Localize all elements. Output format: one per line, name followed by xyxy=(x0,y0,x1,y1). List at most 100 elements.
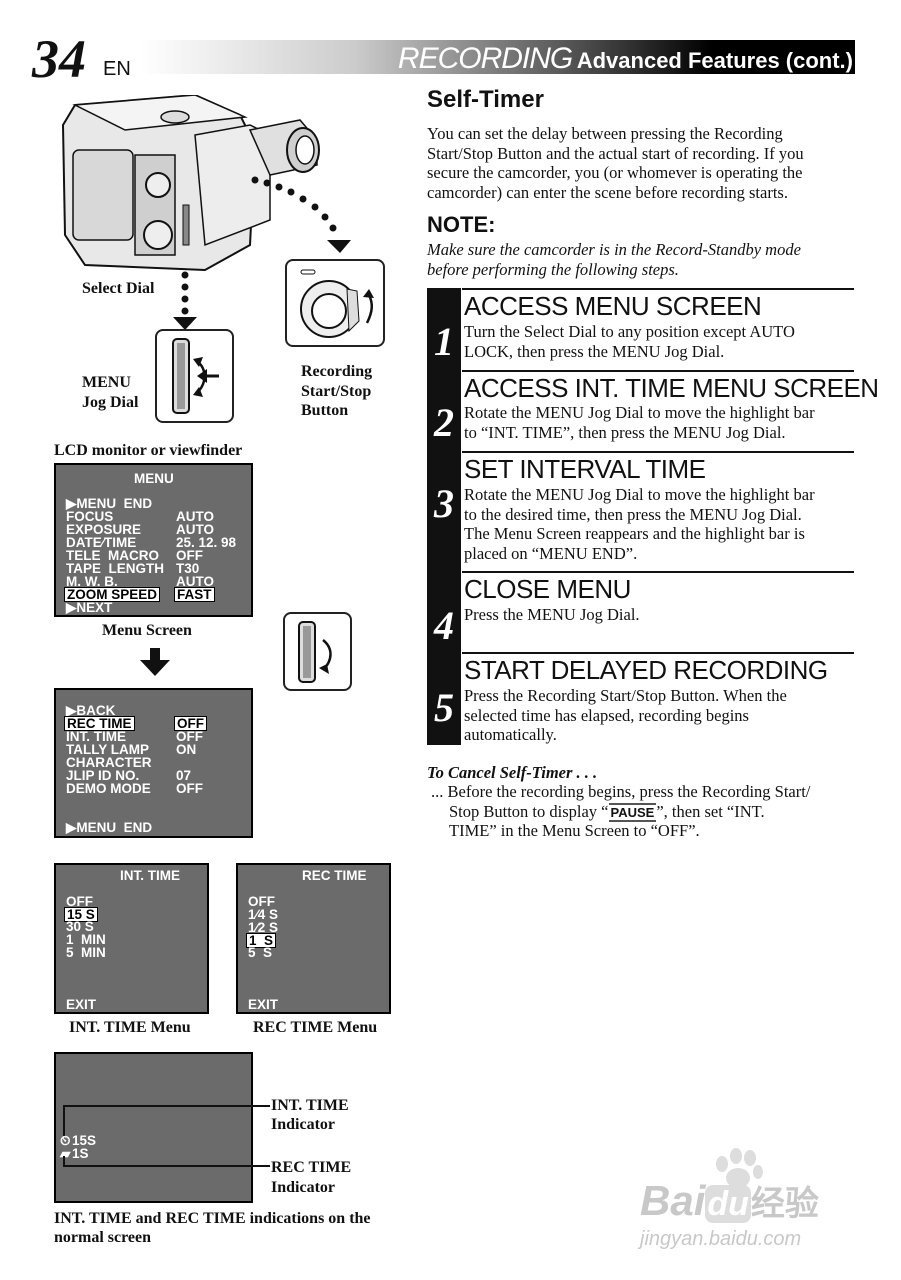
menu-row-value: T30 xyxy=(176,561,200,576)
note-line: Make sure the camcorder is in the Record… xyxy=(427,240,801,259)
step-divider xyxy=(462,652,854,654)
menu-row-label: TELE MACRO xyxy=(66,548,159,563)
watermark-url: jingyan.baidu.com xyxy=(640,1228,802,1250)
rec-time-option: 5 S xyxy=(248,945,273,960)
step-divider xyxy=(462,571,854,573)
sub-menu-row-value: OFF xyxy=(176,781,203,796)
step-1-title: ACCESS MENU SCREEN xyxy=(464,291,762,321)
menu-row-highlight-value: FAST xyxy=(174,587,215,602)
int-time-option: 1 MIN xyxy=(66,932,106,947)
sub-menu-row-value: 07 xyxy=(176,768,192,783)
menu-jog-dial-icon xyxy=(155,329,234,423)
down-arrow-icon xyxy=(140,648,170,676)
menu-jog-label-1: MENU xyxy=(82,374,131,391)
watermark-jingyan: 经验 xyxy=(750,1185,819,1223)
rec-indicator-label-2: Indicator xyxy=(271,1179,335,1196)
menu-row-label: ▶NEXT xyxy=(66,600,113,615)
int-timer-icon: ⏲ xyxy=(60,1133,71,1148)
int-time-option: 30 S xyxy=(66,919,94,934)
intro-line: Start/Stop Button and the actual start o… xyxy=(427,143,804,163)
watermark: Baidu经验 jingyan.baidu.com xyxy=(640,1148,880,1260)
step-1-number: 1 xyxy=(427,318,461,365)
intro-line: secure the camcorder, you (or whomever i… xyxy=(427,163,803,182)
int-time-menu-caption: INT. TIME Menu xyxy=(69,1019,191,1036)
section-title: RECORDING Advanced Features (cont.) xyxy=(398,42,853,76)
rec-time-screen: REC TIME OFF 1∕4 S 1∕2 S 1 S 5 S EXIT xyxy=(236,863,391,1014)
intro-text: You can set the delay between pressing t… xyxy=(427,124,857,202)
step-2-line: Rotate the MENU Jog Dial to move the hig… xyxy=(464,403,815,422)
step-5-line: Press the Recording Start/Stop Button. W… xyxy=(464,686,787,705)
menu-row-value: AUTO xyxy=(176,574,215,589)
step-4-body: Press the MENU Jog Dial. xyxy=(464,605,859,625)
sub-menu-row-highlight-value: OFF xyxy=(174,716,207,731)
header-bar xyxy=(140,40,855,74)
section-title-sub: Advanced Features (cont.) xyxy=(576,48,853,73)
sub-menu-row-label: ▶BACK xyxy=(66,703,116,718)
step-1-line: LOCK, then press the MENU Jog Dial. xyxy=(464,341,725,361)
sub-menu-row-label: JLIP ID NO. xyxy=(66,768,140,783)
rec-time-exit: EXIT xyxy=(248,997,279,1012)
record-button-icon xyxy=(285,259,385,347)
select-dial-label: Select Dial xyxy=(82,280,155,297)
intro-line: camcorder) can enter the scene before re… xyxy=(427,182,788,202)
step-3-title: SET INTERVAL TIME xyxy=(464,454,706,484)
menu-screen: MENU ▶MENU END FOCUS AUTO EXPOSURE AUTO … xyxy=(54,463,253,617)
note-text: Make sure the camcorder is in the Record… xyxy=(427,240,857,279)
step-3-number: 3 xyxy=(427,480,461,527)
int-time-option: OFF xyxy=(66,894,93,909)
step-5-body: Press the Recording Start/Stop Button. W… xyxy=(464,686,859,745)
step-3-body: Rotate the MENU Jog Dial to move the hig… xyxy=(464,485,859,563)
camcorder-illustration xyxy=(61,95,351,330)
menu-row-label: ▶MENU END xyxy=(66,496,153,511)
rec-time-indicator-value: 1S xyxy=(72,1146,89,1161)
lcd-caption: LCD monitor or viewfinder xyxy=(54,442,243,459)
menu-screen-title: MENU xyxy=(134,471,174,486)
step-3-line: placed on “MENU END”. xyxy=(464,543,638,563)
language-code: EN xyxy=(103,58,131,80)
int-indicator-label-2: Indicator xyxy=(271,1116,335,1133)
step-4-title: CLOSE MENU xyxy=(464,574,631,604)
step-2-number: 2 xyxy=(427,399,461,446)
normal-screen: ⏲ 15S ▰ 1S xyxy=(54,1052,253,1203)
step-2-title: ACCESS INT. TIME MENU SCREEN xyxy=(464,373,879,403)
menu-screen-caption: Menu Screen xyxy=(102,622,192,639)
watermark-logo: Baidu经验 xyxy=(640,1176,819,1225)
step-divider xyxy=(462,370,854,372)
sub-menu-row-label: CHARACTER xyxy=(66,755,152,770)
step-4-line: Press the MENU Jog Dial. xyxy=(464,605,640,624)
cancel-title: To Cancel Self-Timer . . . xyxy=(427,763,598,782)
step-4-number: 4 xyxy=(427,602,461,649)
step-5-title: START DELAYED RECORDING xyxy=(464,655,828,685)
pause-indicator: PAUSE xyxy=(608,803,657,822)
rec-button-label-3: Button xyxy=(301,402,349,419)
rec-time-option-selected: 1 S xyxy=(246,933,277,948)
normal-screen-caption-2: normal screen xyxy=(54,1229,152,1246)
sub-menu-footer: ▶MENU END xyxy=(66,820,153,835)
rec-button-label-1: Recording xyxy=(301,363,373,380)
normal-screen-caption-1: INT. TIME and REC TIME indications on th… xyxy=(54,1210,371,1227)
cancel-line-3: TIME” in the Menu Screen to “OFF”. xyxy=(449,821,700,840)
cancel-line-1: ... Before the recording begins, press t… xyxy=(431,782,811,801)
rec-time-menu-caption: REC TIME Menu xyxy=(253,1019,378,1036)
int-time-option-selected: 15 S xyxy=(64,907,98,922)
rec-time-option: 1∕4 S xyxy=(248,907,279,922)
page-number: 34 xyxy=(32,29,86,89)
rec-time-title: REC TIME xyxy=(302,868,367,883)
sub-menu-row-highlight-label: REC TIME xyxy=(64,716,135,731)
step-3-line: The Menu Screen reappears and the highli… xyxy=(464,524,805,543)
menu-row-value: AUTO xyxy=(176,509,215,524)
step-1-body: Turn the Select Dial to any position exc… xyxy=(464,322,859,361)
menu-row-highlight-label: ZOOM SPEED xyxy=(64,587,161,602)
intro-line: You can set the delay between pressing t… xyxy=(427,124,783,143)
cancel-line-2b: ”, then set “INT. xyxy=(656,802,765,821)
sub-menu-row-label: INT. TIME xyxy=(66,729,126,744)
step-3-line: Rotate the MENU Jog Dial to move the hig… xyxy=(464,485,815,504)
step-3-line: to the desired time, then press the MENU… xyxy=(464,504,802,524)
menu-row-value: AUTO xyxy=(176,522,215,537)
rec-time-option: OFF xyxy=(248,894,275,909)
menu-row-label: FOCUS xyxy=(66,509,114,524)
step-1-line: Turn the Select Dial to any position exc… xyxy=(464,322,795,341)
menu-jog-label-2: Jog Dial xyxy=(82,394,139,411)
step-5-line: selected time has elapsed, recording beg… xyxy=(464,705,749,725)
menu-row-label: TAPE LENGTH xyxy=(66,561,165,576)
